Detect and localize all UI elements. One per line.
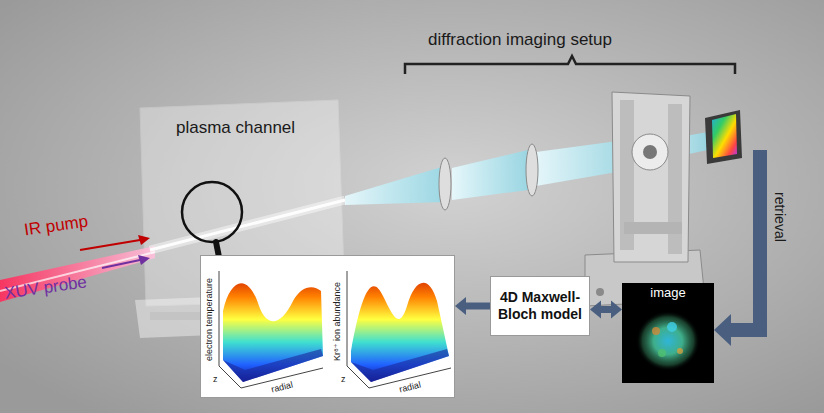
surface-shade: [351, 349, 449, 382]
camera-sensor: [712, 114, 737, 158]
retrieved-image: image: [622, 283, 714, 383]
box-label: 4D Maxwell-Bloch model: [495, 289, 585, 323]
axis-label: Kr⁸⁺ ion abundance: [332, 282, 342, 361]
axis-label: z: [213, 374, 218, 384]
retrieval-arrowhead: [714, 314, 731, 346]
xuv-beam: [345, 166, 445, 205]
plot-axis: [219, 271, 220, 366]
beam-label: IR pump: [23, 212, 89, 240]
beam-label: XUV probe: [3, 272, 88, 303]
probe-arrowhead: [138, 255, 150, 265]
mount-aperture: [643, 145, 657, 159]
plot-panel: electron temperature z radial Kr⁸⁺ ion abun…: [200, 255, 455, 398]
arrowhead: [590, 301, 601, 319]
speckle: [667, 322, 677, 332]
axis-label: radial: [398, 379, 422, 394]
camera-body: [705, 110, 742, 164]
pump-arrow: [80, 240, 140, 250]
speckle: [677, 348, 683, 354]
retrieval-arrow: [730, 150, 760, 330]
axis-label: radial: [270, 379, 294, 394]
magnifier-lens: [182, 182, 242, 242]
probe-arrow: [102, 260, 140, 268]
process-box: 4D Maxwell-Bloch model: [490, 276, 590, 336]
arrowhead: [455, 297, 466, 315]
group-title: diffraction imaging setup: [428, 30, 612, 50]
image-caption: image: [622, 286, 714, 301]
axis-label: z: [341, 374, 346, 384]
plasma-channel-line: [150, 200, 345, 250]
plot-axis: [347, 271, 348, 366]
arrow-shaft: [600, 306, 612, 313]
speckle: [652, 327, 660, 335]
speckle-blob: [636, 311, 700, 371]
surface-shade: [223, 349, 323, 382]
surface-plots: [201, 256, 454, 397]
flow-arrow: [590, 301, 622, 319]
arrowhead: [611, 301, 622, 319]
pump-arrowhead: [138, 235, 150, 245]
temperature-surface: [223, 283, 323, 382]
flow-arrow: [455, 297, 490, 315]
mount-hole: [596, 288, 604, 296]
part-label: plasma channel: [176, 118, 295, 138]
step-label: retrieval: [772, 192, 788, 242]
speckle: [658, 349, 666, 357]
mirror: [526, 144, 538, 196]
setup-bracket: [405, 56, 735, 74]
mount-tower: [612, 92, 690, 262]
mount-ring: [632, 134, 668, 170]
mount-stage: [624, 222, 682, 234]
plasma-glow: [150, 200, 345, 250]
mirror: [439, 158, 451, 210]
arrow-shaft: [465, 303, 490, 310]
ion-surface: [351, 283, 449, 382]
axis-label: electron temperature: [204, 278, 214, 361]
xuv-beam: [452, 150, 528, 200]
